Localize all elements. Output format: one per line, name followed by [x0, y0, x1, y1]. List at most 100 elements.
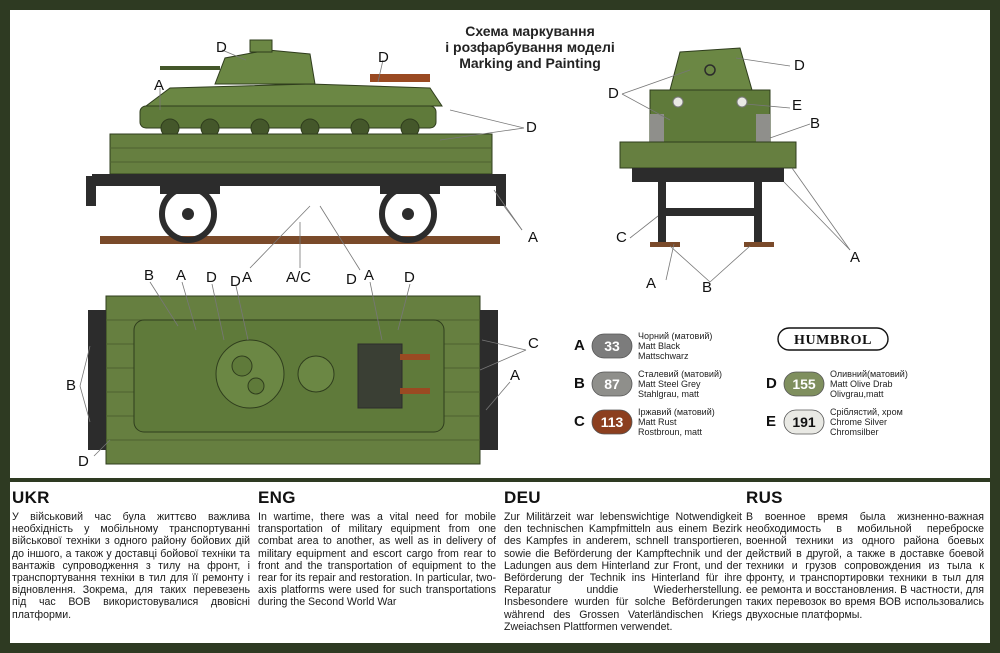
section-text-deu: Zur Militärzeit war lebenswichtige Notwe…	[504, 511, 742, 633]
side-tank	[139, 39, 443, 138]
title-line-2: і розфарбування моделі	[445, 39, 614, 55]
front-label-b-2: B	[702, 279, 712, 296]
paint-name-e-3: Chromsilber	[830, 427, 879, 437]
side-label-d-4: D	[346, 271, 357, 288]
side-label-d-2: D	[378, 49, 389, 66]
paint-key-b: B	[574, 375, 585, 392]
text-section-ukr: UKR У військовий час була життєво важлив…	[12, 488, 250, 638]
top-label-a-1: A	[176, 267, 186, 284]
front-headlight-left	[672, 96, 684, 108]
top-label-a-2: A	[364, 267, 374, 284]
front-tank-hull	[649, 89, 771, 143]
section-heading-ukr: UKR	[12, 488, 50, 507]
top-label-a-3: A	[510, 367, 520, 384]
paint-number-a: 33	[604, 338, 620, 354]
side-view: D D A D A A A/C D	[86, 39, 538, 288]
front-platform-deck	[619, 141, 797, 169]
side-label-ac: A/C	[286, 269, 311, 286]
front-label-c: C	[616, 229, 627, 246]
paint-number-d: 155	[792, 376, 816, 392]
top-tank-turret	[215, 339, 285, 409]
top-label-c: C	[528, 335, 539, 352]
front-tank-turret	[669, 47, 753, 91]
paint-name-c-3: Rostbroun, matt	[638, 427, 703, 437]
humbrol-logo: HUMBROL	[777, 327, 889, 351]
text-section-rus: RUS В военное время была жизненно-важная…	[746, 488, 984, 638]
paint-key-c: C	[574, 413, 585, 430]
front-rail-left	[650, 242, 680, 247]
top-label-d-4: D	[78, 453, 89, 470]
side-label-a-3: A	[242, 269, 252, 286]
paint-number-e: 191	[792, 414, 816, 430]
top-label-d-1: D	[206, 269, 217, 286]
paint-swatch-b	[591, 371, 633, 397]
paint-name-d-2: Matt Olive Drab	[830, 379, 893, 389]
side-label-d-1: D	[216, 39, 227, 56]
section-text-ukr: У військовий час була життєво важлива не…	[12, 511, 250, 621]
front-label-b-1: B	[810, 115, 820, 132]
top-label-b-2: B	[66, 377, 76, 394]
side-frame	[92, 174, 506, 186]
front-label-a-2: A	[646, 275, 656, 292]
top-label-d-2: D	[230, 273, 241, 290]
text-section-eng: ENG In wartime, there was a vital need f…	[258, 488, 496, 638]
paint-name-e-2: Chrome Silver	[830, 417, 887, 427]
top-label-b-1: B	[144, 267, 154, 284]
text-section-deu: DEU Zur Militärzeit war lebenswichtige N…	[504, 488, 742, 638]
paint-name-b-2: Matt Steel Grey	[638, 379, 701, 389]
title-line-1: Схема маркування	[465, 23, 595, 39]
section-text-rus: В военное время была жизненно-важная нео…	[746, 511, 984, 621]
section-heading-rus: RUS	[746, 488, 783, 507]
side-label-d-3: D	[526, 119, 537, 136]
section-text-eng: In wartime, there was a vital need for m…	[258, 511, 496, 609]
paint-swatch-a	[591, 333, 633, 359]
front-label-d-2: D	[608, 85, 619, 102]
paint-number-b: 87	[604, 376, 620, 392]
paint-item-c: C 113 Іржавий (матовий)Matt RustRostbroun,…	[574, 407, 715, 437]
paint-name-c-1: Іржавий (матовий)	[638, 407, 715, 417]
front-label-d-1: D	[794, 57, 805, 74]
paint-key-a: A	[574, 337, 585, 354]
paint-swatch-c	[591, 409, 633, 435]
paint-name-d-1: Оливний(матовий)	[830, 369, 908, 379]
paint-legend-items: A 33 Чорний (матовий)Matt BlackMattschwarz…	[574, 331, 908, 437]
paint-key-e: E	[766, 413, 776, 430]
front-headlight-right	[736, 96, 748, 108]
top-label-d-3: D	[404, 269, 415, 286]
front-label-e: E	[792, 97, 802, 114]
front-rail-right	[744, 242, 774, 247]
paint-name-b-1: Сталевий (матовий)	[638, 369, 722, 379]
painting-scheme-figure: Схема маркування і розфарбування моделі …	[66, 23, 908, 470]
paint-name-a-3: Mattschwarz	[638, 351, 689, 361]
paint-name-b-3: Stahlgrau, matt	[638, 389, 700, 399]
side-label-a-2: A	[528, 229, 538, 246]
paint-item-b: B 87 Сталевий (матовий)Matt Steel GreyStah…	[574, 369, 722, 399]
top-view: B A D D A D C A B D	[66, 267, 539, 470]
paint-name-a-2: Matt Black	[638, 341, 681, 351]
instruction-sheet: Схема маркування і розфарбування моделі …	[10, 10, 990, 643]
paint-key-d: D	[766, 375, 777, 392]
side-wheels	[159, 185, 437, 243]
front-label-a-1: A	[850, 249, 860, 266]
front-frame	[632, 168, 784, 182]
side-label-a-1: A	[154, 77, 164, 94]
side-platform-deck	[109, 133, 493, 175]
paint-name-c-2: Matt Rust	[638, 417, 677, 427]
paint-swatch-e	[783, 409, 825, 435]
section-heading-eng: ENG	[258, 488, 296, 507]
front-view: D D E B A C A B	[608, 47, 860, 296]
title-line-3: Marking and Painting	[459, 55, 601, 71]
paint-swatch-d	[783, 371, 825, 397]
paint-name-e-1: Сріблястий, хром	[830, 407, 903, 417]
section-divider	[10, 478, 990, 482]
section-heading-deu: DEU	[504, 488, 541, 507]
paint-name-a-1: Чорний (матовий)	[638, 331, 712, 341]
top-engine-grille	[357, 343, 403, 409]
paint-number-c: 113	[601, 414, 624, 430]
humbrol-logo-text: HUMBROL	[794, 333, 872, 348]
